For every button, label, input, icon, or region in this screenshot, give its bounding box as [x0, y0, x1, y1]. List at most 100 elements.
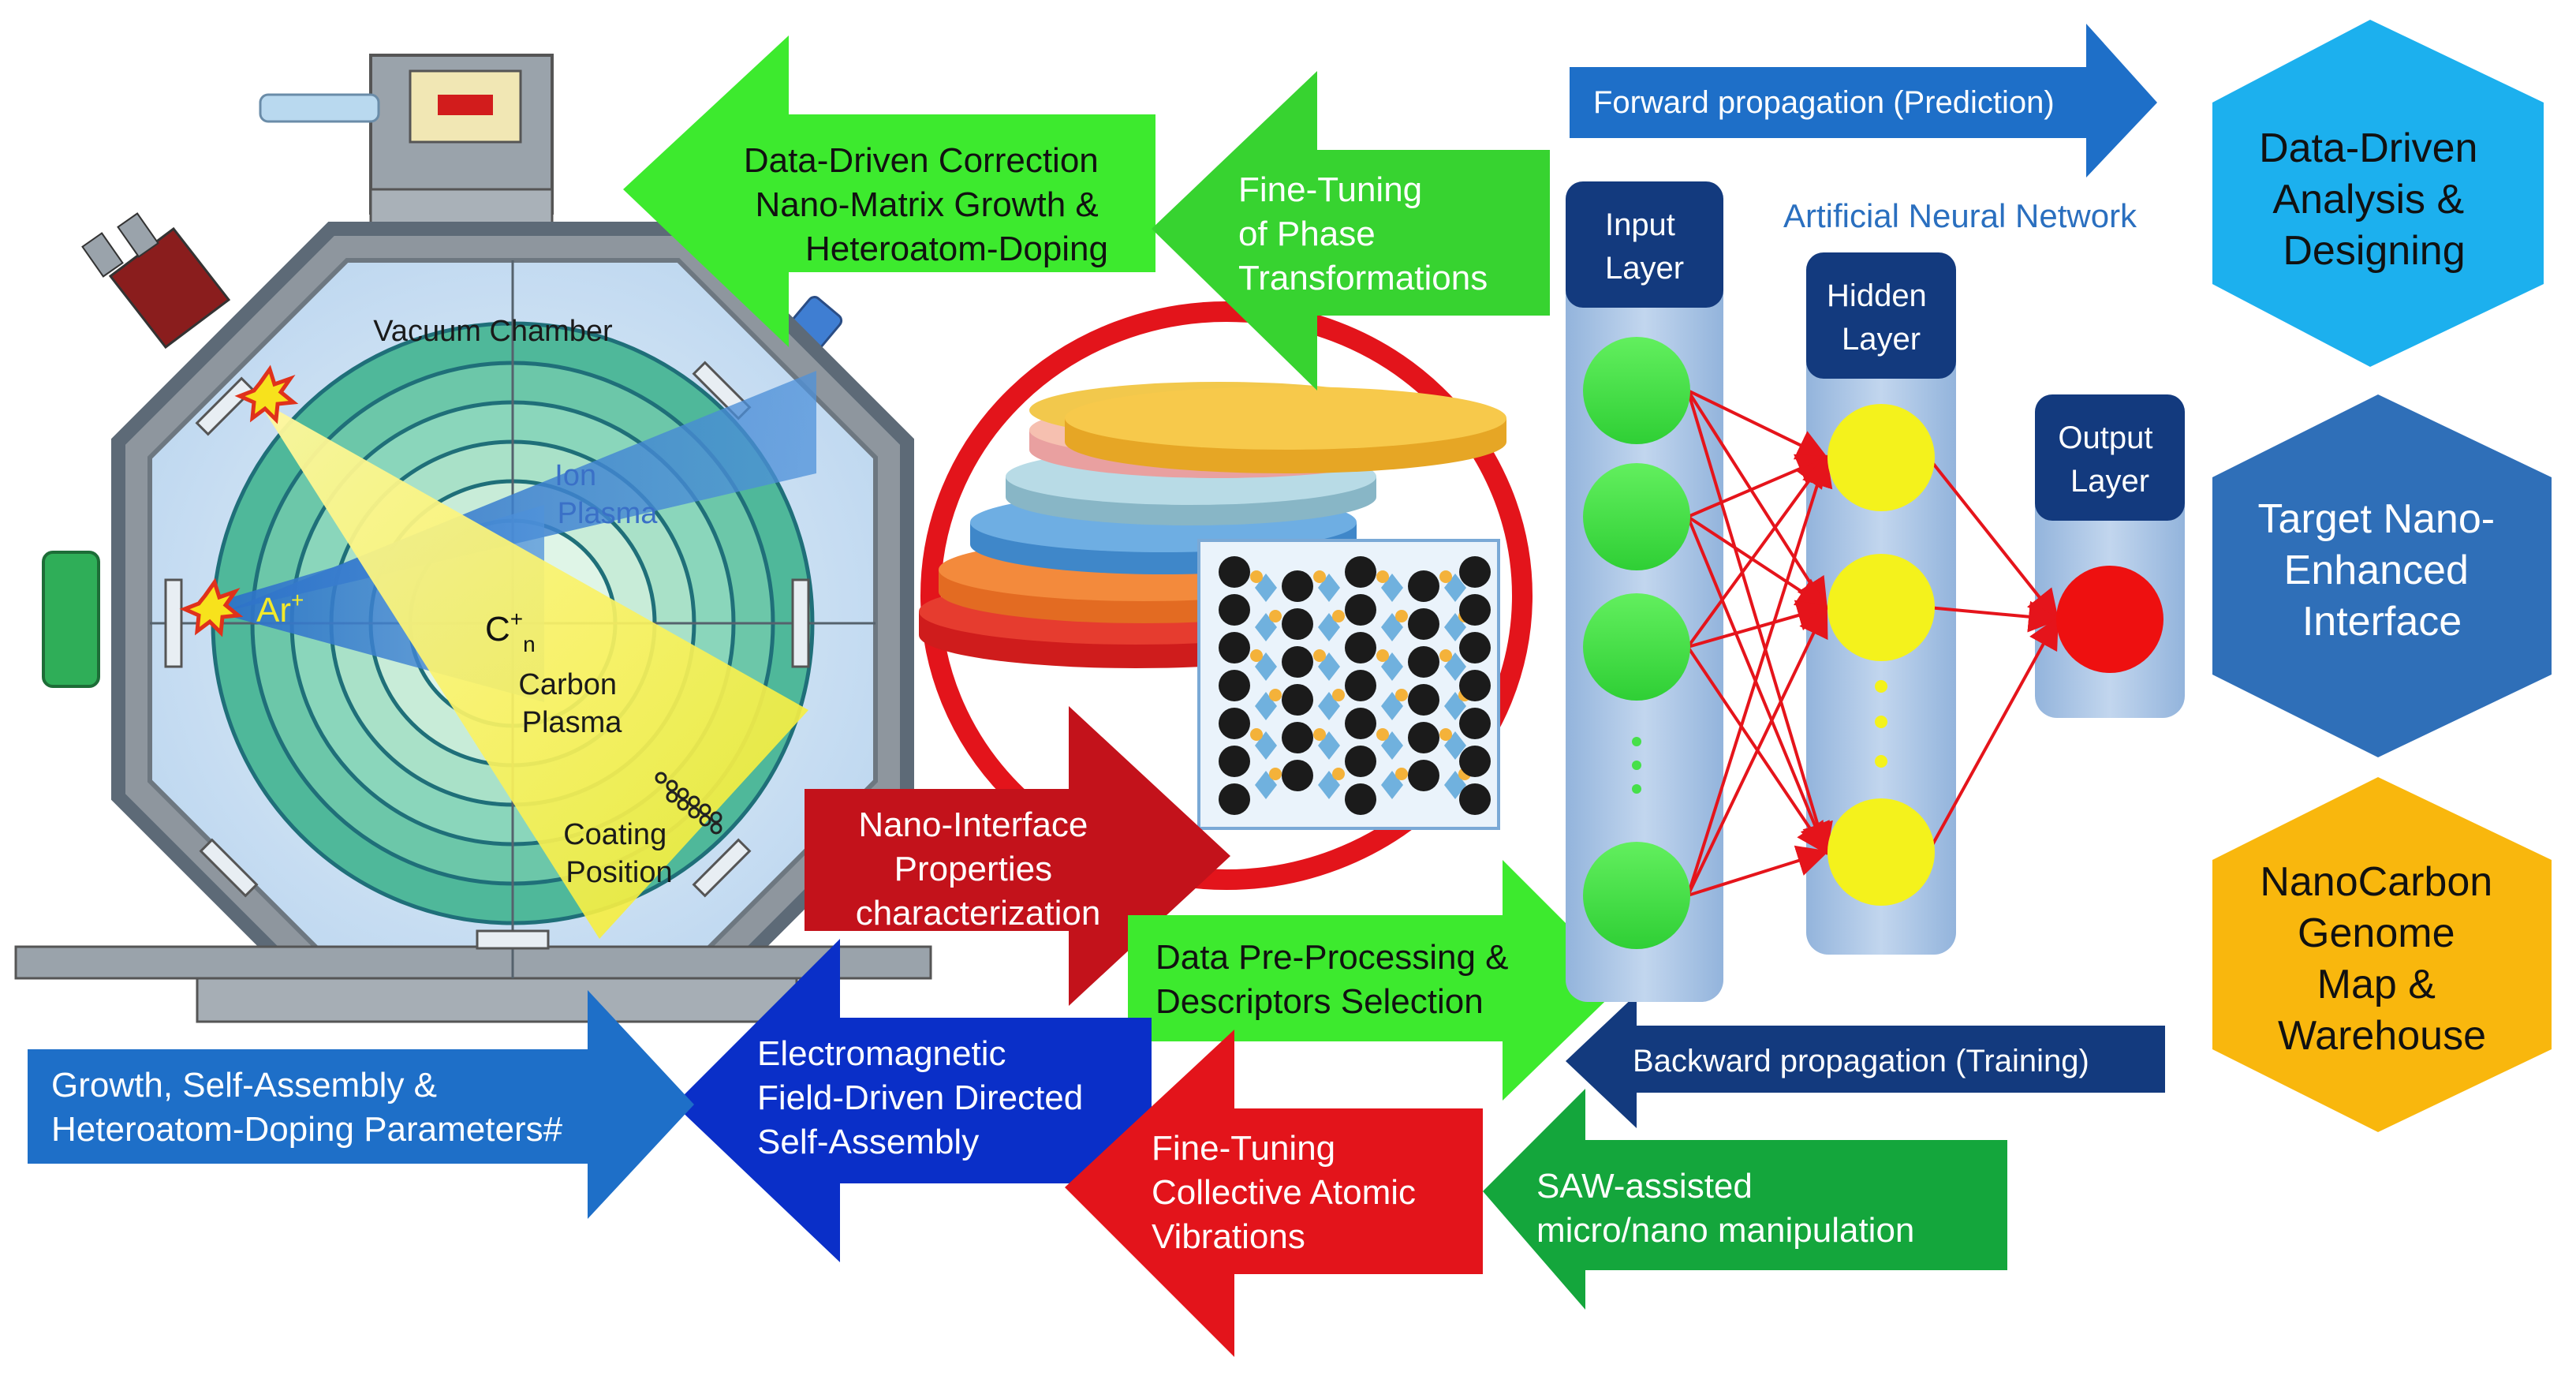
carbon-atom — [1408, 646, 1439, 678]
hexagon-analysis-label: Data-Driven Analysis & Designing — [2259, 125, 2489, 274]
backward-propagation-label: Backward propagation (Training) — [1633, 1044, 2089, 1078]
input-node — [1583, 842, 1690, 949]
carbon-atom — [1219, 670, 1250, 701]
input-node — [1583, 463, 1690, 570]
data-preprocessing-arrow — [1128, 860, 1625, 1101]
carbon-atom — [1408, 608, 1439, 640]
electromagnetic-arrow — [674, 939, 1152, 1262]
chamber-title: Vacuum Chamber — [373, 315, 613, 348]
carbon-atom — [1345, 632, 1376, 663]
carbon-ion-label: C+n — [485, 607, 536, 656]
dopant-atom — [1269, 689, 1282, 701]
carbon-atom — [1282, 570, 1313, 602]
growth-params-arrow — [28, 990, 694, 1219]
carbon-atom — [1282, 608, 1313, 640]
chamber-side-window — [42, 551, 100, 688]
coating-position-label: Coating Position — [563, 818, 675, 889]
chamber-base — [14, 945, 932, 980]
hexagon-genome-label: NanoCarbon Genome Map & Warehouse — [2260, 859, 2503, 1059]
dopant-atom — [1313, 570, 1326, 583]
carbon-atom — [1459, 783, 1491, 815]
carbon-atom — [1282, 646, 1313, 678]
carbon-atom — [1459, 708, 1491, 739]
vacuum-chamber: Vacuum Chamber Ion Plasma Ar+ C+n Carbon… — [14, 54, 932, 1023]
saw-assisted-label: SAW-assisted micro/nano manipulation — [1536, 1167, 1914, 1250]
dopant-atom — [1376, 570, 1389, 583]
carbon-atom — [1459, 556, 1491, 588]
nano-interface-arrow — [805, 706, 1230, 1006]
carbon-plasma-label: Carbon Plasma — [518, 668, 625, 739]
dopant-atom — [1376, 728, 1389, 741]
growth-params-label: Growth, Self-Assembly & Heteroatom-Dopin… — [51, 1066, 563, 1149]
carbon-atom — [1345, 708, 1376, 739]
neural-network: Artificial Neural Network Input Layer Hi… — [1566, 181, 2185, 1002]
chamber-top-valve — [438, 95, 493, 115]
input-layer-header — [1566, 181, 1723, 308]
carbon-atom — [1219, 708, 1250, 739]
carbon-atom — [1219, 632, 1250, 663]
fine-tuning-vibrations-label: Fine-Tuning Collective Atomic Vibrations — [1152, 1129, 1425, 1256]
carbon-atom — [1459, 594, 1491, 626]
ar-ion-label: Ar+ — [256, 588, 304, 630]
dopant-atom — [1313, 728, 1326, 741]
dopant-atom — [1439, 649, 1452, 662]
hidden-node — [1827, 798, 1935, 906]
dopant-atom — [1250, 649, 1263, 662]
carbon-atom — [1219, 594, 1250, 626]
backward-propagation-arrow — [1566, 994, 2165, 1128]
carbon-plasma-beam — [256, 398, 808, 939]
data-preprocessing-label: Data Pre-Processing & Descriptors Select… — [1155, 938, 1518, 1021]
dopant-atom — [1439, 570, 1452, 583]
dopant-atom — [1332, 610, 1345, 622]
hidden-node — [1827, 554, 1935, 661]
carbon-atom — [1345, 783, 1376, 815]
dopant-atom — [1332, 689, 1345, 701]
carbon-atom — [1408, 570, 1439, 602]
dopant-atom — [1269, 768, 1282, 780]
hexagon-target-label: Target Nano- Enhanced Interface — [2257, 496, 2506, 645]
carbon-atom — [1345, 670, 1376, 701]
dopant-atom — [1376, 649, 1389, 662]
dopant-atom — [1439, 728, 1452, 741]
hexagon-target: Target Nano- Enhanced Interface — [2212, 394, 2552, 757]
forward-propagation-arrow — [1570, 24, 2157, 178]
carbon-atom — [1459, 632, 1491, 663]
spark-icon — [179, 577, 244, 637]
data-driven-correction-label: Data-Driven Correction Nano-Matrix Growt… — [744, 141, 1108, 268]
input-layer-label: Input Layer — [1605, 207, 1684, 286]
input-node — [1583, 337, 1690, 444]
chamber-source-gun — [81, 212, 231, 349]
carbon-atom — [1282, 722, 1313, 753]
dopant-atom — [1269, 610, 1282, 622]
dopant-atom — [1395, 689, 1408, 701]
saw-assisted-arrow — [1483, 1089, 2007, 1310]
spark-icon — [234, 364, 299, 424]
carbon-atom — [1219, 746, 1250, 777]
nano-interface-label: Nano-Interface Properties characterizati… — [856, 806, 1101, 933]
carbon-atom — [1408, 684, 1439, 716]
carbon-atom — [1345, 746, 1376, 777]
network-connections — [1686, 389, 2060, 897]
chamber-side-pipe — [259, 93, 380, 123]
fine-tuning-phase-arrow — [1152, 71, 1550, 391]
carbon-atom — [1219, 783, 1250, 815]
hexagon-analysis: Data-Driven Analysis & Designing — [2212, 20, 2544, 367]
carbon-atom — [1282, 760, 1313, 791]
output-layer-label: Output Layer — [2058, 421, 2161, 499]
fine-tuning-vibrations-arrow — [1065, 1030, 1483, 1357]
hidden-layer-header — [1806, 252, 1956, 379]
hexagon-genome: NanoCarbon Genome Map & Warehouse — [2212, 777, 2552, 1132]
forward-propagation-label: Forward propagation (Prediction) — [1593, 85, 2055, 120]
ann-title: Artificial Neural Network — [1783, 197, 2137, 234]
dopant-atom — [1395, 610, 1408, 622]
carbon-atom — [1345, 594, 1376, 626]
carbon-atom — [1408, 760, 1439, 791]
carbon-atom — [1459, 670, 1491, 701]
dopant-atom — [1395, 768, 1408, 780]
carbon-atom — [1345, 556, 1376, 588]
atomic-lattice-inset — [1197, 539, 1500, 830]
fine-tuning-phase-label: Fine-Tuning of Phase Transformations — [1238, 170, 1488, 297]
hidden-layer-label: Hidden Layer — [1827, 278, 1936, 357]
